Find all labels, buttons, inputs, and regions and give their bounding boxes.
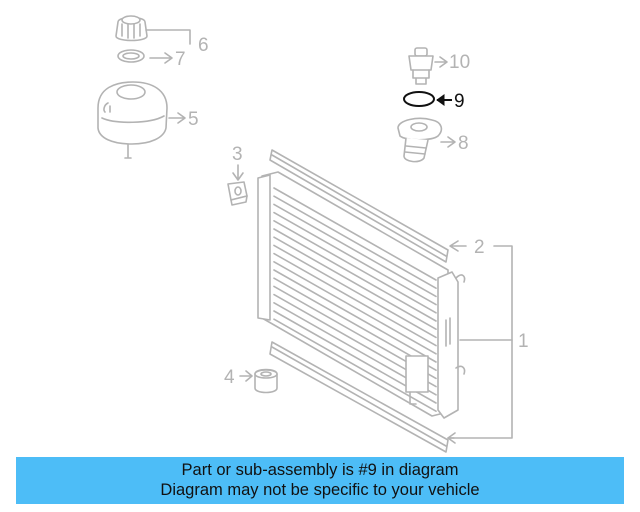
flange-plug-part [408,47,448,85]
radiator-fin-line [273,236,437,330]
radiator-fin-line [273,187,437,281]
banner-disclaimer: Diagram may not be specific to your vehi… [160,481,480,499]
radiator-fin-line [273,211,437,306]
coolant-flange-part [397,117,456,163]
radiator-fin-line [273,195,437,289]
upper-mount-bushing-part [227,164,248,206]
radiator-part [257,171,513,444]
reservoir-cap-part [115,15,191,45]
expansion-tank-part [97,81,186,159]
callout-number-4: 4 [224,367,235,388]
upper-air-baffle-part [269,149,467,263]
radiator-fin-line [273,244,437,339]
callout-number-8: 8 [458,133,469,154]
radiator-fin-line [273,252,437,347]
callout-number-2: 2 [474,237,485,258]
lower-mount-bushing-part [239,368,278,394]
callout-number-1: 1 [518,331,529,352]
callout-number-9-highlighted: 9 [454,91,465,112]
lower-air-baffle-part [269,341,449,453]
radiator-fin-line [273,269,437,363]
banner-part-note: Part or sub-assembly is #9 in diagram [181,461,459,479]
callout-number-10: 10 [449,52,470,73]
radiator-fin-line [273,220,437,314]
radiator-fin-line [273,318,437,412]
callout-number-7: 7 [175,49,186,70]
radiator-fin-line [273,228,437,322]
callout-number-6: 6 [198,35,209,56]
callout-number-3: 3 [232,144,243,165]
cap-gasket-part [117,49,173,64]
radiator-fin-line [273,203,437,298]
radiator-fin-line [273,261,437,355]
info-banner: Part or sub-assembly is #9 in diagram Di… [16,457,624,504]
radiator-fin-line [273,277,437,371]
o-ring-part-highlighted [403,91,452,107]
callout-number-5: 5 [188,109,199,130]
